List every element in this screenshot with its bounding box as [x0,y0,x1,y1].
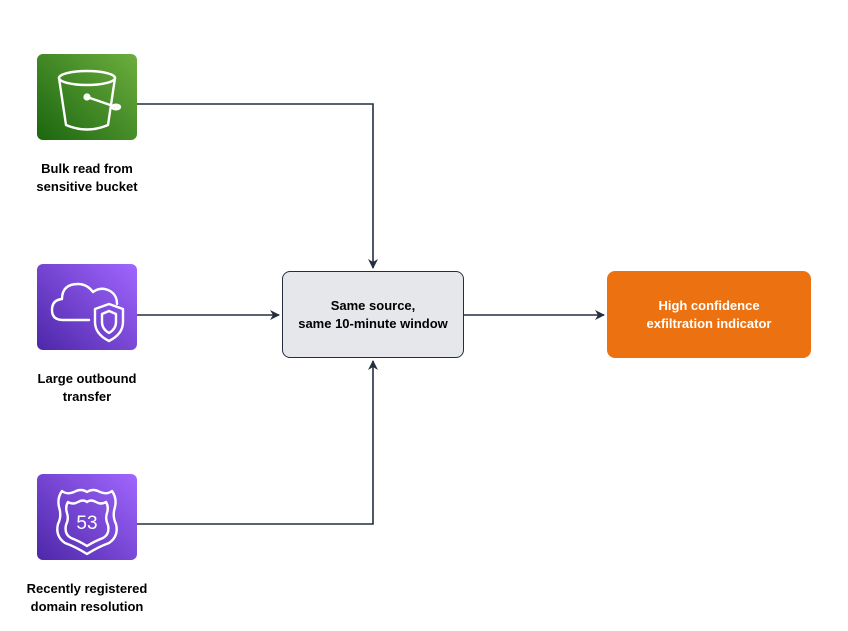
route53-caption: Recently registered domain resolution [26,581,148,614]
result-node: High confidence exfiltration indicator [607,271,811,358]
transfer-tile [37,264,137,350]
s3-caption: Bulk read from sensitive bucket [36,161,138,194]
connector-s3-to-correlation [137,103,378,269]
cloud-shield-icon [50,282,125,343]
route53-tile: 53 [37,474,137,560]
connector-route53-to-correlation [137,360,378,525]
route53-icon-text: 53 [76,513,97,534]
transfer-caption: Large outbound transfer [37,371,137,404]
correlation-node: Same source, same 10-minute window [282,271,464,358]
correlation-label: Same source, same 10-minute window [298,297,448,331]
result-label: High confidence exfiltration indicator [646,297,772,331]
route53-shield-icon: 53 [56,488,118,556]
s3-bucket-icon [57,69,122,131]
s3-tile [37,54,137,140]
